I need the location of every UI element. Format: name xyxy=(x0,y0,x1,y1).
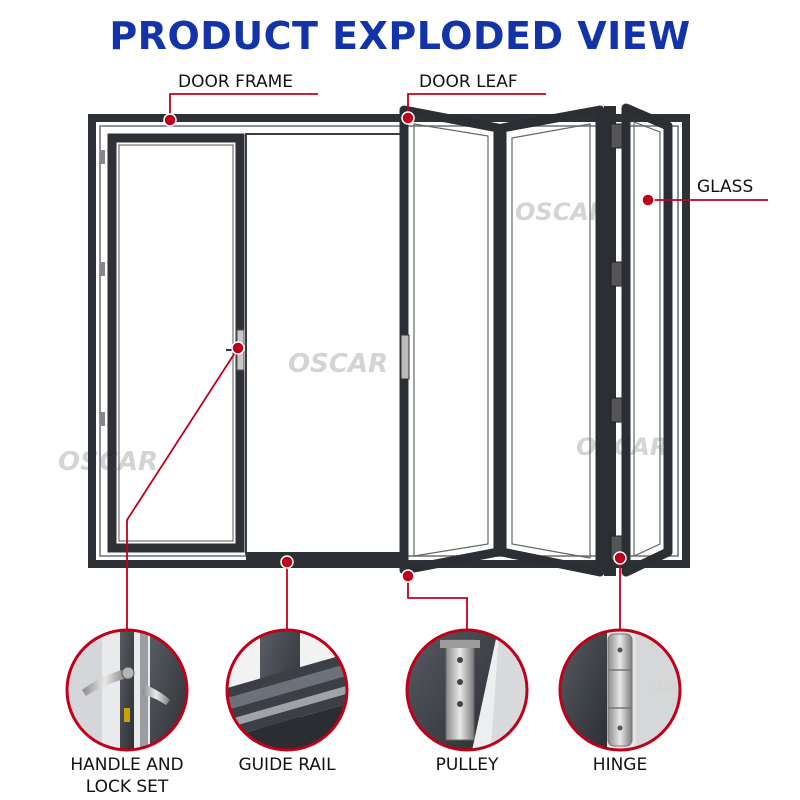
caption-handle-lock: HANDLE AND LOCK SET xyxy=(52,754,202,798)
svg-text:OSCAR: OSCAR xyxy=(515,198,607,226)
caption-line: GUIDE RAIL xyxy=(238,755,336,775)
caption-guide-rail: GUIDE RAIL xyxy=(212,754,362,776)
door-frame xyxy=(88,114,690,568)
watermark: OSCAR xyxy=(650,680,704,696)
detail-handle-lock xyxy=(65,628,189,752)
caption-pulley: PULLEY xyxy=(392,754,542,776)
leader-lines xyxy=(126,93,768,630)
caption-line: LOCK SET xyxy=(85,777,169,797)
watermark: OSCAR OSCAR OSCAR OSCAR xyxy=(58,198,668,477)
caption-line: HANDLE AND xyxy=(70,755,184,775)
door-leaf xyxy=(399,103,673,577)
caption-hinge: HINGE xyxy=(545,754,695,776)
svg-text:OSCAR: OSCAR xyxy=(288,349,388,379)
detail-guide-rail xyxy=(225,628,349,752)
page-title: PRODUCT EXPLODED VIEW xyxy=(109,14,691,58)
caption-line: PULLEY xyxy=(435,755,499,775)
detail-pulley xyxy=(405,628,529,752)
label-door-frame: DOOR FRAME xyxy=(178,72,294,92)
label-glass: GLASS xyxy=(697,177,754,197)
detail-hinge: OSCAR xyxy=(558,628,704,752)
caption-line: HINGE xyxy=(592,755,648,775)
label-door-leaf: DOOR LEAF xyxy=(419,72,518,92)
callout-dots xyxy=(163,111,655,583)
